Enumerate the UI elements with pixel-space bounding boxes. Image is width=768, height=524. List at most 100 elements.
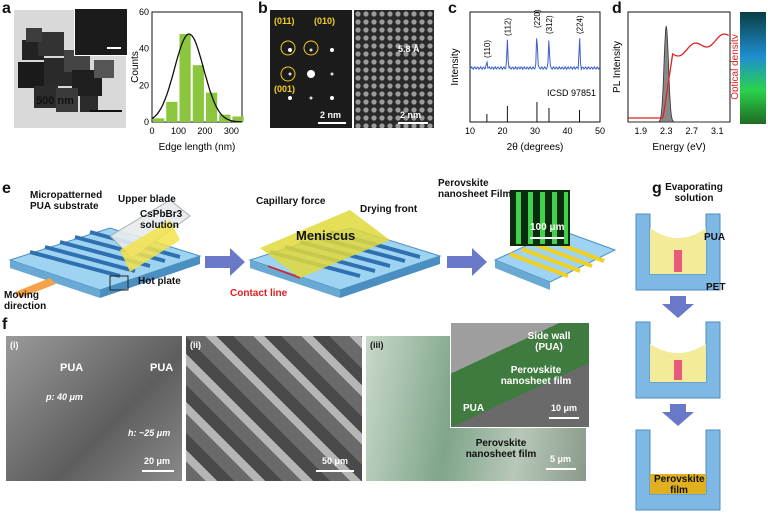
moving-direction-label: Moving direction xyxy=(4,290,47,312)
peak-label: (220) xyxy=(533,9,542,28)
inset-scale-label: 100 μm xyxy=(530,222,565,233)
scale-label: 500 nm xyxy=(36,95,74,107)
panel-label-d: d xyxy=(612,0,622,17)
scale-bar xyxy=(90,110,122,112)
y-axis-label-left: PL Intensity xyxy=(612,41,623,93)
evaporating-label: Evaporating solution xyxy=(665,182,723,204)
pua-label: PUA xyxy=(704,232,726,243)
spot-label-011: (011) xyxy=(274,16,295,26)
xrd-pattern-line xyxy=(469,38,601,71)
x-tick-label: 2.7 xyxy=(685,126,698,136)
x-axis-label: Edge length (nm) xyxy=(159,142,236,153)
pet-label: PET xyxy=(706,282,726,293)
y-tick-label: 40 xyxy=(139,44,149,54)
x-tick-label: 1.9 xyxy=(634,126,647,136)
x-tick-label: 40 xyxy=(562,126,572,136)
x-tick-label: 20 xyxy=(497,126,507,136)
sem-tag: (iii) xyxy=(370,340,384,350)
x-axis-label: Energy (eV) xyxy=(652,142,705,153)
panel-label-b: b xyxy=(258,0,268,17)
capillary-label: Capillary force xyxy=(256,196,326,207)
histogram-bar xyxy=(205,92,218,122)
contact-line-label: Contact line xyxy=(230,288,288,299)
x-tick-label: 200 xyxy=(197,126,212,136)
substrate-label: Micropatterned PUA substrate xyxy=(30,190,103,212)
film-label: Perovskite nanosheet Film xyxy=(438,178,512,200)
histogram-bar xyxy=(232,116,244,122)
solution-label: CsPbBr3 solution xyxy=(140,209,183,231)
scale-label: 5 μm xyxy=(550,454,572,464)
histogram-bar xyxy=(192,65,204,122)
upper-blade-label: Upper blade xyxy=(118,194,176,205)
x-tick-label: 100 xyxy=(171,126,186,136)
histogram-bar xyxy=(179,34,191,122)
pua-label: PUA xyxy=(150,362,174,374)
peak-label: (112) xyxy=(503,18,512,36)
x-tick-label: 0 xyxy=(149,126,154,136)
scale-bar xyxy=(316,470,354,472)
plot-frame xyxy=(627,11,731,123)
fabrication-schematic xyxy=(8,190,617,298)
sem-inset: Side wall (PUA) Perovskite nanosheet fil… xyxy=(450,322,590,428)
y-tick-label: 20 xyxy=(139,80,149,90)
sem-image-ii: (ii) 50 μm xyxy=(186,336,362,481)
hot-plate-label: Hot plate xyxy=(138,276,181,287)
scale-label: 20 μm xyxy=(144,456,171,466)
inset-pua-label: PUA xyxy=(463,403,485,414)
fit-curve xyxy=(151,33,243,123)
scale-label: 2 nm xyxy=(320,110,342,120)
scale-bar xyxy=(549,417,579,419)
y-axis-label-right: Optical density xyxy=(730,34,738,100)
panel-label-f: f xyxy=(2,316,8,333)
scale-bar xyxy=(398,122,428,124)
panel-label-g: g xyxy=(652,180,662,197)
tem-inset xyxy=(74,8,128,56)
lattice-fringes xyxy=(354,10,434,128)
scale-label: 2 nm xyxy=(400,110,422,120)
histogram-bar xyxy=(166,101,178,122)
scale-bar xyxy=(546,468,576,470)
film-label: Perovskite nanosheet film xyxy=(465,438,537,460)
peak-label: (224) xyxy=(576,15,585,34)
sem-tag: (i) xyxy=(10,340,19,350)
hrtem-image: 5.8 Å 2 nm xyxy=(354,10,434,128)
evaporation-schematic xyxy=(635,213,721,511)
spot-label-010: (010) xyxy=(314,16,336,26)
sem-image-i: (i) PUA PUA p: 40 μm h: ~25 μm 20 μm xyxy=(6,336,182,481)
x-tick-label: 50 xyxy=(595,126,605,136)
sidewall-label: Side wall (PUA) xyxy=(527,331,571,353)
saed-pattern: (011) (010) (001) 2 nm xyxy=(270,10,352,128)
pua-label: PUA xyxy=(60,362,84,374)
x-tick-label: 300 xyxy=(224,126,239,136)
diffraction-spots xyxy=(280,40,334,100)
panel-label-a: a xyxy=(2,0,11,17)
panel-label-e: e xyxy=(2,180,11,197)
x-tick-label: 2.3 xyxy=(660,126,673,136)
reference-label: ICSD 97851 xyxy=(547,88,596,98)
vial-photo xyxy=(740,12,766,124)
spot-label-001: (001) xyxy=(274,84,296,94)
histogram-bar xyxy=(153,118,165,122)
y-axis-label: Intensity xyxy=(450,48,461,85)
inset-film-label: Perovskite nanosheet film xyxy=(500,365,572,387)
pitch-label: p: 40 μm xyxy=(46,392,83,402)
panel-label-c: c xyxy=(448,0,457,17)
x-axis-label: 2θ (degrees) xyxy=(507,142,564,153)
meniscus-label: Meniscus xyxy=(296,228,356,243)
optical-density-curve xyxy=(628,33,729,119)
perovskite-film-label: Perovskite film xyxy=(654,474,705,496)
x-tick-label: 10 xyxy=(465,126,475,136)
y-tick-label: 0 xyxy=(144,117,149,127)
peak-label: (110) xyxy=(483,40,492,58)
scale-label: 50 μm xyxy=(322,456,349,466)
y-axis-label: Counts xyxy=(130,51,141,83)
height-label: h: ~25 μm xyxy=(128,428,171,438)
x-tick-label: 30 xyxy=(530,126,540,136)
scale-bar xyxy=(142,470,174,472)
sem-tag: (ii) xyxy=(190,340,201,350)
y-tick-label: 60 xyxy=(139,7,149,17)
drying-front-label: Drying front xyxy=(360,204,418,215)
pl-curve xyxy=(628,25,730,123)
